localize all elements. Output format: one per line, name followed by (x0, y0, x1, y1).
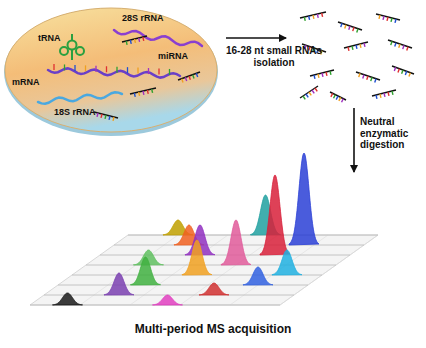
process-arrow (226, 37, 286, 39)
small-rna (392, 66, 414, 76)
small-rna (338, 22, 362, 32)
step-label: 16-28 nt small RNAs isolation (222, 45, 326, 68)
rna-label: miRNA (158, 52, 188, 62)
small-rna (388, 40, 412, 50)
cell-dish: 28S rRNA tRNA mRNA miRNA 18S rRNA (2, 2, 220, 138)
small-rna (122, 36, 147, 45)
caption-label: Multi-period MS acquisition (60, 323, 366, 337)
dish-outline (2, 2, 220, 138)
rna-label: mRNA (12, 78, 40, 88)
small-rna (300, 12, 326, 21)
small-rna-cluster (300, 12, 414, 102)
small-rna (300, 86, 318, 99)
small-rna (94, 112, 118, 121)
rna-label: 28S rRNA (122, 14, 164, 24)
small-rna (310, 70, 334, 79)
small-rna (376, 14, 400, 23)
step-label: Neutral enzymatic digestion (360, 116, 422, 151)
chromatogram (30, 153, 378, 305)
rna-label: 18S rRNA (54, 108, 96, 118)
small-rna (330, 92, 346, 102)
process-arrow (353, 108, 355, 172)
small-rna (344, 42, 368, 51)
small-rna (356, 72, 380, 82)
small-rna (178, 72, 200, 82)
small-rna (372, 90, 396, 99)
rna-label: tRNA (38, 34, 61, 44)
small-rna (130, 88, 156, 97)
